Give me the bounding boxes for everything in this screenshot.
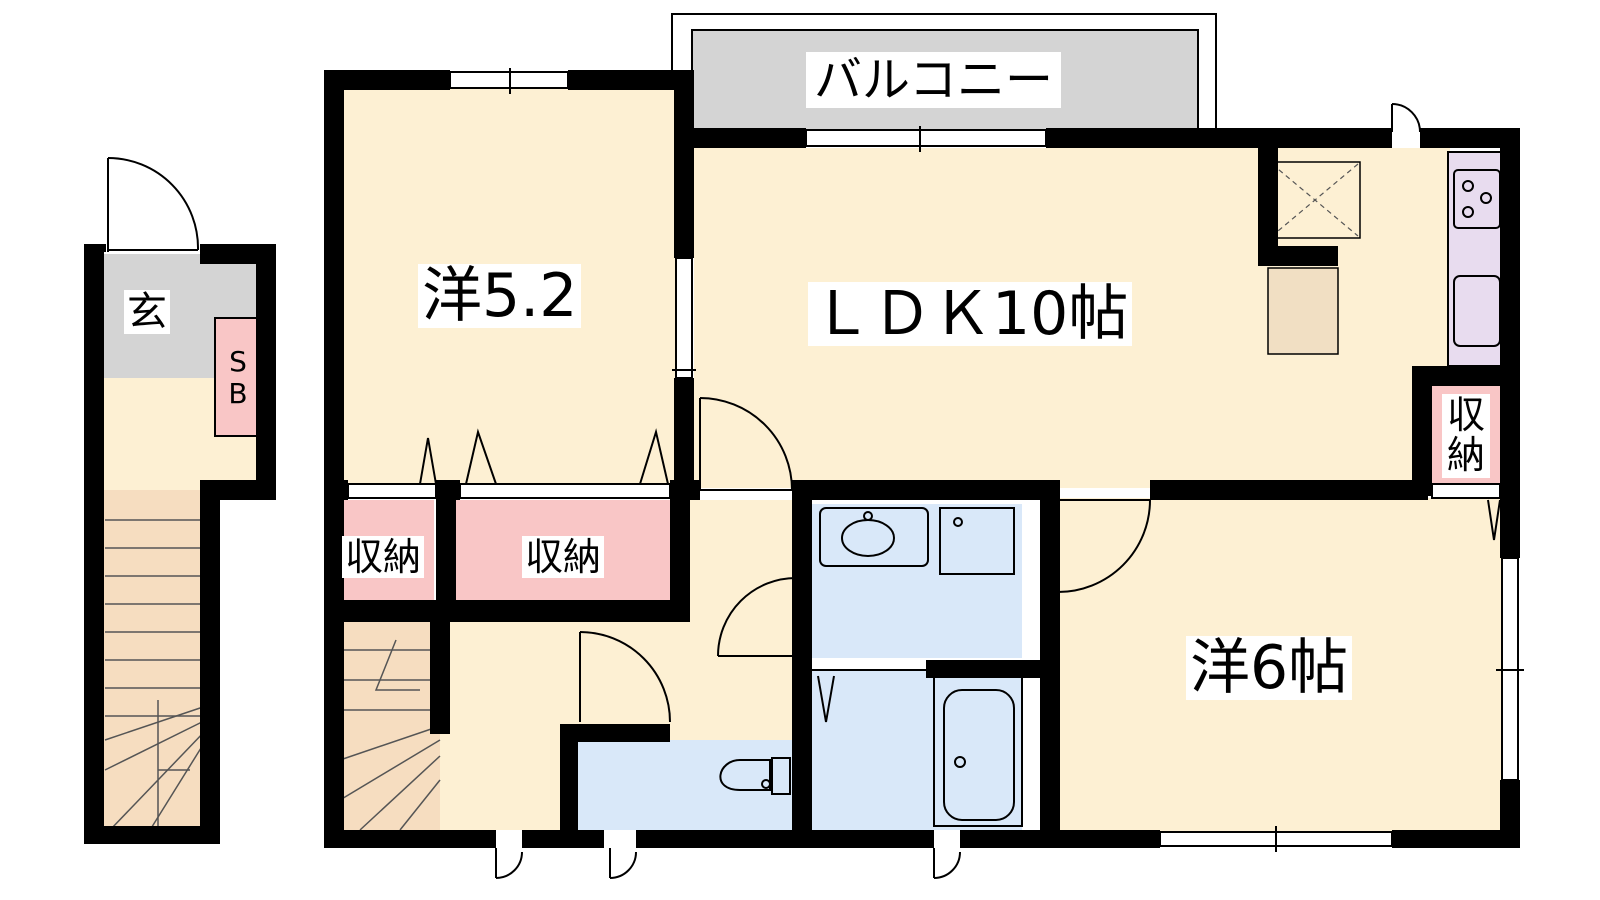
balcony-label: バルコニー [806,52,1062,108]
entrance-door[interactable] [107,157,200,252]
storage-1-label: 収納 [342,536,425,578]
door-ldk-hall[interactable] [699,397,793,491]
western-room-1-label: 洋5.2 [418,264,582,328]
door-exterior-3[interactable] [933,851,961,879]
toilet-icon [719,757,791,795]
walls [324,70,1520,848]
door-kitchen-back[interactable] [1391,103,1421,133]
door-exterior-2[interactable] [609,851,637,879]
fridge-mark [1271,163,1359,237]
balcony [671,13,1217,135]
storage-2-label: 収納 [522,536,605,578]
kitchen-cabinet [1267,267,1339,355]
door-exterior-1[interactable] [495,851,523,879]
left-stair-treads [104,519,207,831]
ldk-label: ＬＤＫ10帖 [808,282,1133,346]
door-toilet[interactable] [579,631,671,723]
room-floors [338,88,1510,836]
window-ldk-partition [675,257,693,379]
kitchen-counter [1447,151,1507,367]
storage-doors[interactable] [347,428,1501,541]
left-stair-floor [94,490,206,835]
western-room-2-label: 洋6帖 [1186,636,1353,700]
washroom-floor [808,504,1022,658]
entrance-unit [84,157,276,844]
entrance-label: 玄 [124,290,170,334]
window-sash-marks [509,68,1524,852]
storage-3-label: 収納 [1442,394,1490,478]
door-washroom[interactable] [717,577,797,657]
shoe-box-label: SB [228,345,248,411]
washbasin-icon [819,507,1015,575]
shoe-box [214,317,263,437]
inner-stair-treads [339,639,441,831]
bathroom-floor [808,670,1022,830]
door-western-room-2[interactable] [1057,499,1151,593]
entrance-walls [84,244,276,844]
toilet-floor [576,740,794,830]
window-balcony [805,129,1047,147]
doors[interactable] [495,103,1421,879]
